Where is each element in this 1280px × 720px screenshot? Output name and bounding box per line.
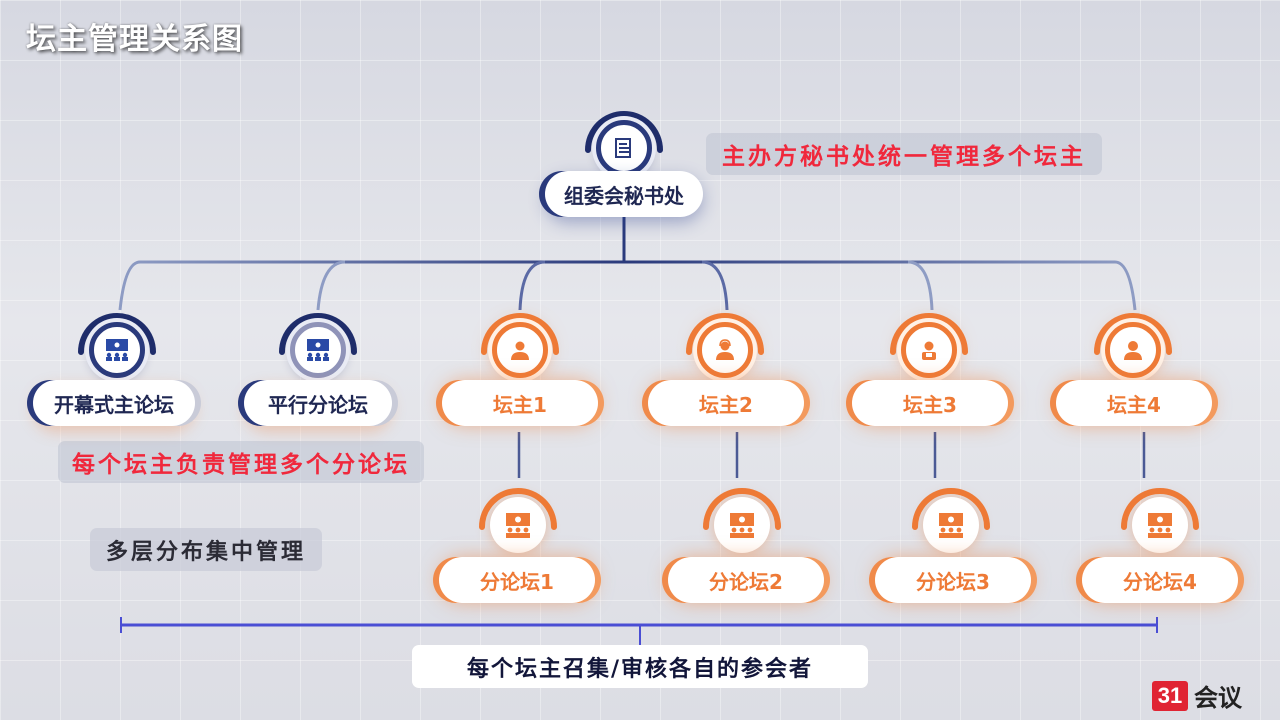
callout-multi-layer: 多层分布集中管理 bbox=[90, 528, 323, 571]
root-label: 组委会秘书处 bbox=[564, 183, 684, 208]
logo-text: 会议 bbox=[1194, 684, 1242, 712]
arc-decoration bbox=[912, 488, 990, 530]
host-pill-4[interactable]: 坛主4 bbox=[1056, 380, 1212, 426]
host-pill-1[interactable]: 坛主1 bbox=[442, 380, 598, 426]
audience-screen-icon bbox=[506, 513, 530, 538]
root-label-pill[interactable]: 组委会秘书处 bbox=[545, 171, 703, 217]
document-list-icon bbox=[615, 138, 631, 158]
icon-circle bbox=[901, 322, 957, 378]
host-label: 坛主2 bbox=[699, 392, 753, 417]
host-pill-2[interactable]: 坛主2 bbox=[648, 380, 804, 426]
host-label: 坛主3 bbox=[903, 392, 957, 417]
icon-circle bbox=[923, 497, 979, 553]
audience-screen-icon bbox=[307, 339, 329, 361]
male-host-icon bbox=[511, 341, 529, 360]
arc-decoration bbox=[78, 313, 156, 355]
icon-circle bbox=[697, 322, 753, 378]
subforum-label: 分论坛1 bbox=[480, 569, 554, 594]
arc-decoration bbox=[279, 313, 357, 355]
host-label: 坛主1 bbox=[493, 392, 547, 417]
callout-secretariat: 主办方秘书处统一管理多个坛主 bbox=[706, 133, 1102, 175]
branch-3 bbox=[701, 260, 729, 311]
audience-screen-icon bbox=[939, 513, 963, 538]
logo-mark: 31 bbox=[1152, 680, 1188, 711]
arc-decoration bbox=[686, 313, 764, 355]
subforum-pill-3[interactable]: 分论坛3 bbox=[875, 557, 1031, 603]
host-pill-3[interactable]: 坛主3 bbox=[852, 380, 1008, 426]
forum-label: 开幕式主论坛 bbox=[54, 392, 174, 417]
icon-circle bbox=[1132, 497, 1188, 553]
icon-circle bbox=[1105, 322, 1161, 378]
arc-decoration bbox=[703, 488, 781, 530]
subforum-label: 分论坛4 bbox=[1123, 569, 1197, 594]
root-arc-decoration bbox=[585, 111, 663, 153]
person-icon bbox=[1124, 341, 1142, 360]
forum-pill-parallel[interactable]: 平行分论坛 bbox=[244, 380, 392, 426]
participants-label: 每个坛主召集/审核各自的参会者 bbox=[412, 645, 868, 688]
subforum-pill-2[interactable]: 分论坛2 bbox=[668, 557, 824, 603]
icon-circle bbox=[290, 322, 346, 378]
subforum-label: 分论坛3 bbox=[916, 569, 990, 594]
subforum-label: 分论坛2 bbox=[709, 569, 783, 594]
audience-screen-icon bbox=[730, 513, 754, 538]
arc-decoration bbox=[1121, 488, 1199, 530]
female-host-icon bbox=[716, 339, 734, 360]
arc-decoration bbox=[481, 313, 559, 355]
audience-screen-icon bbox=[1148, 513, 1172, 538]
callout-host-manages: 每个坛主负责管理多个分论坛 bbox=[58, 441, 424, 483]
icon-circle bbox=[490, 497, 546, 553]
subforum-pill-1[interactable]: 分论坛1 bbox=[439, 557, 595, 603]
branch-2 bbox=[518, 260, 546, 311]
branch-4 bbox=[907, 260, 934, 311]
forum-pill-opening[interactable]: 开幕式主论坛 bbox=[33, 380, 195, 426]
subforum-pill-4[interactable]: 分论坛4 bbox=[1082, 557, 1238, 603]
branch-1 bbox=[316, 260, 346, 311]
forum-label: 平行分论坛 bbox=[268, 392, 368, 417]
icon-circle bbox=[492, 322, 548, 378]
audience-screen-icon bbox=[106, 339, 128, 361]
root-icon-circle bbox=[596, 120, 652, 176]
arc-decoration bbox=[1094, 313, 1172, 355]
page-title: 坛主管理关系图 bbox=[26, 22, 243, 57]
brand-logo: 31 会议 bbox=[1152, 678, 1242, 713]
arc-decoration bbox=[479, 488, 557, 530]
host-icon bbox=[922, 341, 936, 360]
branch-bar bbox=[118, 260, 1137, 311]
host-label: 坛主4 bbox=[1107, 392, 1161, 417]
icon-circle bbox=[89, 322, 145, 378]
arc-decoration bbox=[890, 313, 968, 355]
icon-circle bbox=[714, 497, 770, 553]
